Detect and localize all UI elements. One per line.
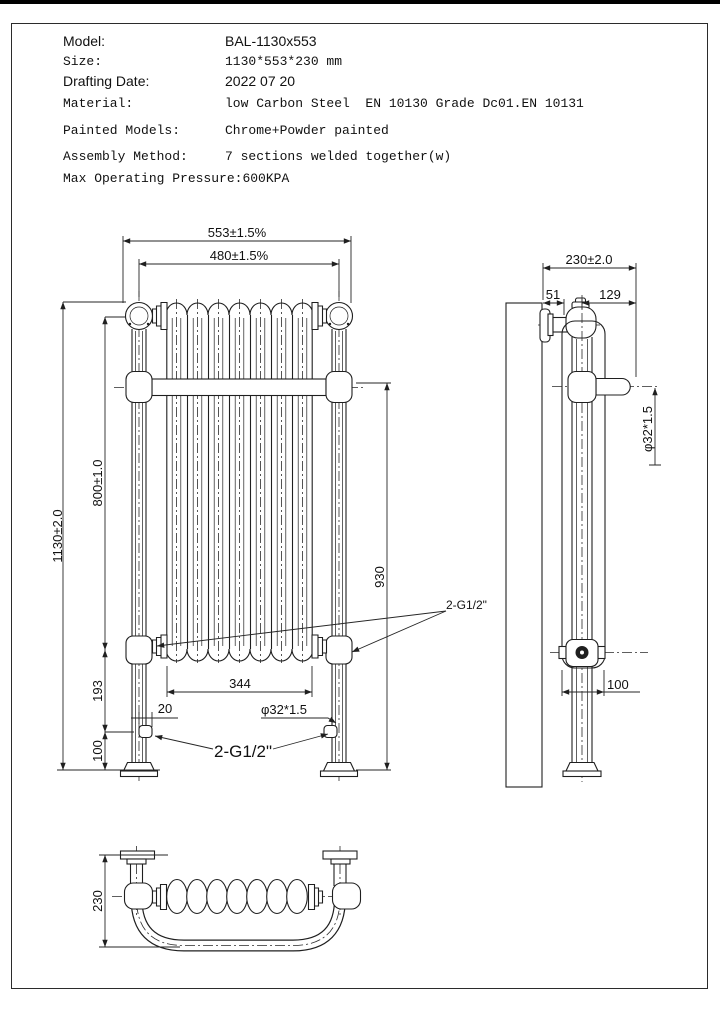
- side-view-drawing: 230±2.0 51 129 φ32*1.5 100: [505, 252, 661, 788]
- field-label: Size:: [63, 54, 103, 69]
- title-row-model: Model: BAL-1130x553: [63, 33, 317, 49]
- dim-230-depth: 230±2.0: [566, 252, 613, 267]
- dim-pipe-front: φ32*1.5: [261, 702, 307, 717]
- top-edge-bar: [0, 0, 720, 4]
- dim-930: 930: [372, 566, 387, 588]
- radiator-section-side-outline: [561, 320, 606, 669]
- label-thread-bottom: 2-G1/2": [214, 742, 272, 761]
- title-row-material: Material: low Carbon Steel EN 10130 Grade…: [63, 96, 584, 111]
- field-value: 2022 07 20: [225, 73, 296, 89]
- dim-100-front: 100: [90, 740, 105, 762]
- wall-section: [505, 302, 543, 788]
- title-row-size: Size: 1130*553*230 mm: [63, 54, 342, 69]
- field-label: Material:: [63, 96, 134, 111]
- dim-20: 20: [158, 701, 172, 716]
- top-right-ball-joint: [324, 301, 354, 331]
- dim-193: 193: [90, 680, 105, 702]
- field-label: Max Operating Pressure:: [63, 171, 243, 186]
- field-label: Painted Models:: [63, 123, 181, 138]
- field-label: Model:: [63, 33, 106, 49]
- dim-230-plan: 230: [90, 890, 105, 912]
- dim-100-side: 100: [607, 677, 629, 692]
- towel-rail-front: [151, 378, 327, 397]
- field-value: 7 sections welded together(w): [225, 149, 452, 164]
- top-view-drawing: 230: [90, 846, 362, 952]
- drawing-frame-border: [11, 23, 708, 989]
- dim-553: 553±1.5%: [208, 225, 267, 240]
- title-row-assembly-method: Assembly Method: 7 sections welded togeth…: [63, 149, 451, 164]
- title-row-max-pressure: Max Operating Pressure:600KPA: [63, 171, 289, 186]
- field-value: BAL-1130x553: [225, 33, 317, 49]
- left-inlet-port: [138, 724, 153, 739]
- dim-129: 129: [599, 287, 621, 302]
- field-label: Drafting Date:: [63, 73, 150, 89]
- label-thread-mid: 2-G1/2": [446, 598, 487, 612]
- title-row-drafting-date: Drafting Date: 2022 07 20: [63, 73, 295, 89]
- dim-pipe-side: φ32*1.5: [640, 406, 655, 452]
- field-value: low Carbon Steel EN 10130 Grade Dc01.EN …: [225, 96, 584, 111]
- dim-800: 800±1.0: [90, 460, 105, 507]
- field-label: Assembly Method:: [63, 149, 188, 164]
- towel-rail-side: [595, 377, 631, 396]
- dim-51: 51: [546, 287, 560, 302]
- right-inlet-port: [323, 724, 338, 739]
- dim-1130: 1130±2.0: [50, 509, 65, 562]
- field-value: 1130*553*230 mm: [225, 54, 343, 69]
- top-left-ball-joint: [124, 301, 154, 331]
- title-row-painted-models: Painted Models: Chrome+Powder painted: [63, 123, 389, 138]
- field-value: 600KPA: [242, 171, 290, 186]
- dim-344: 344: [229, 676, 251, 691]
- field-value: Chrome+Powder painted: [225, 123, 389, 138]
- front-view-drawing: 553±1.5% 480±1.5% 1130±2.0 800±1.0 193 1…: [50, 225, 487, 781]
- dim-480: 480±1.5%: [210, 248, 269, 263]
